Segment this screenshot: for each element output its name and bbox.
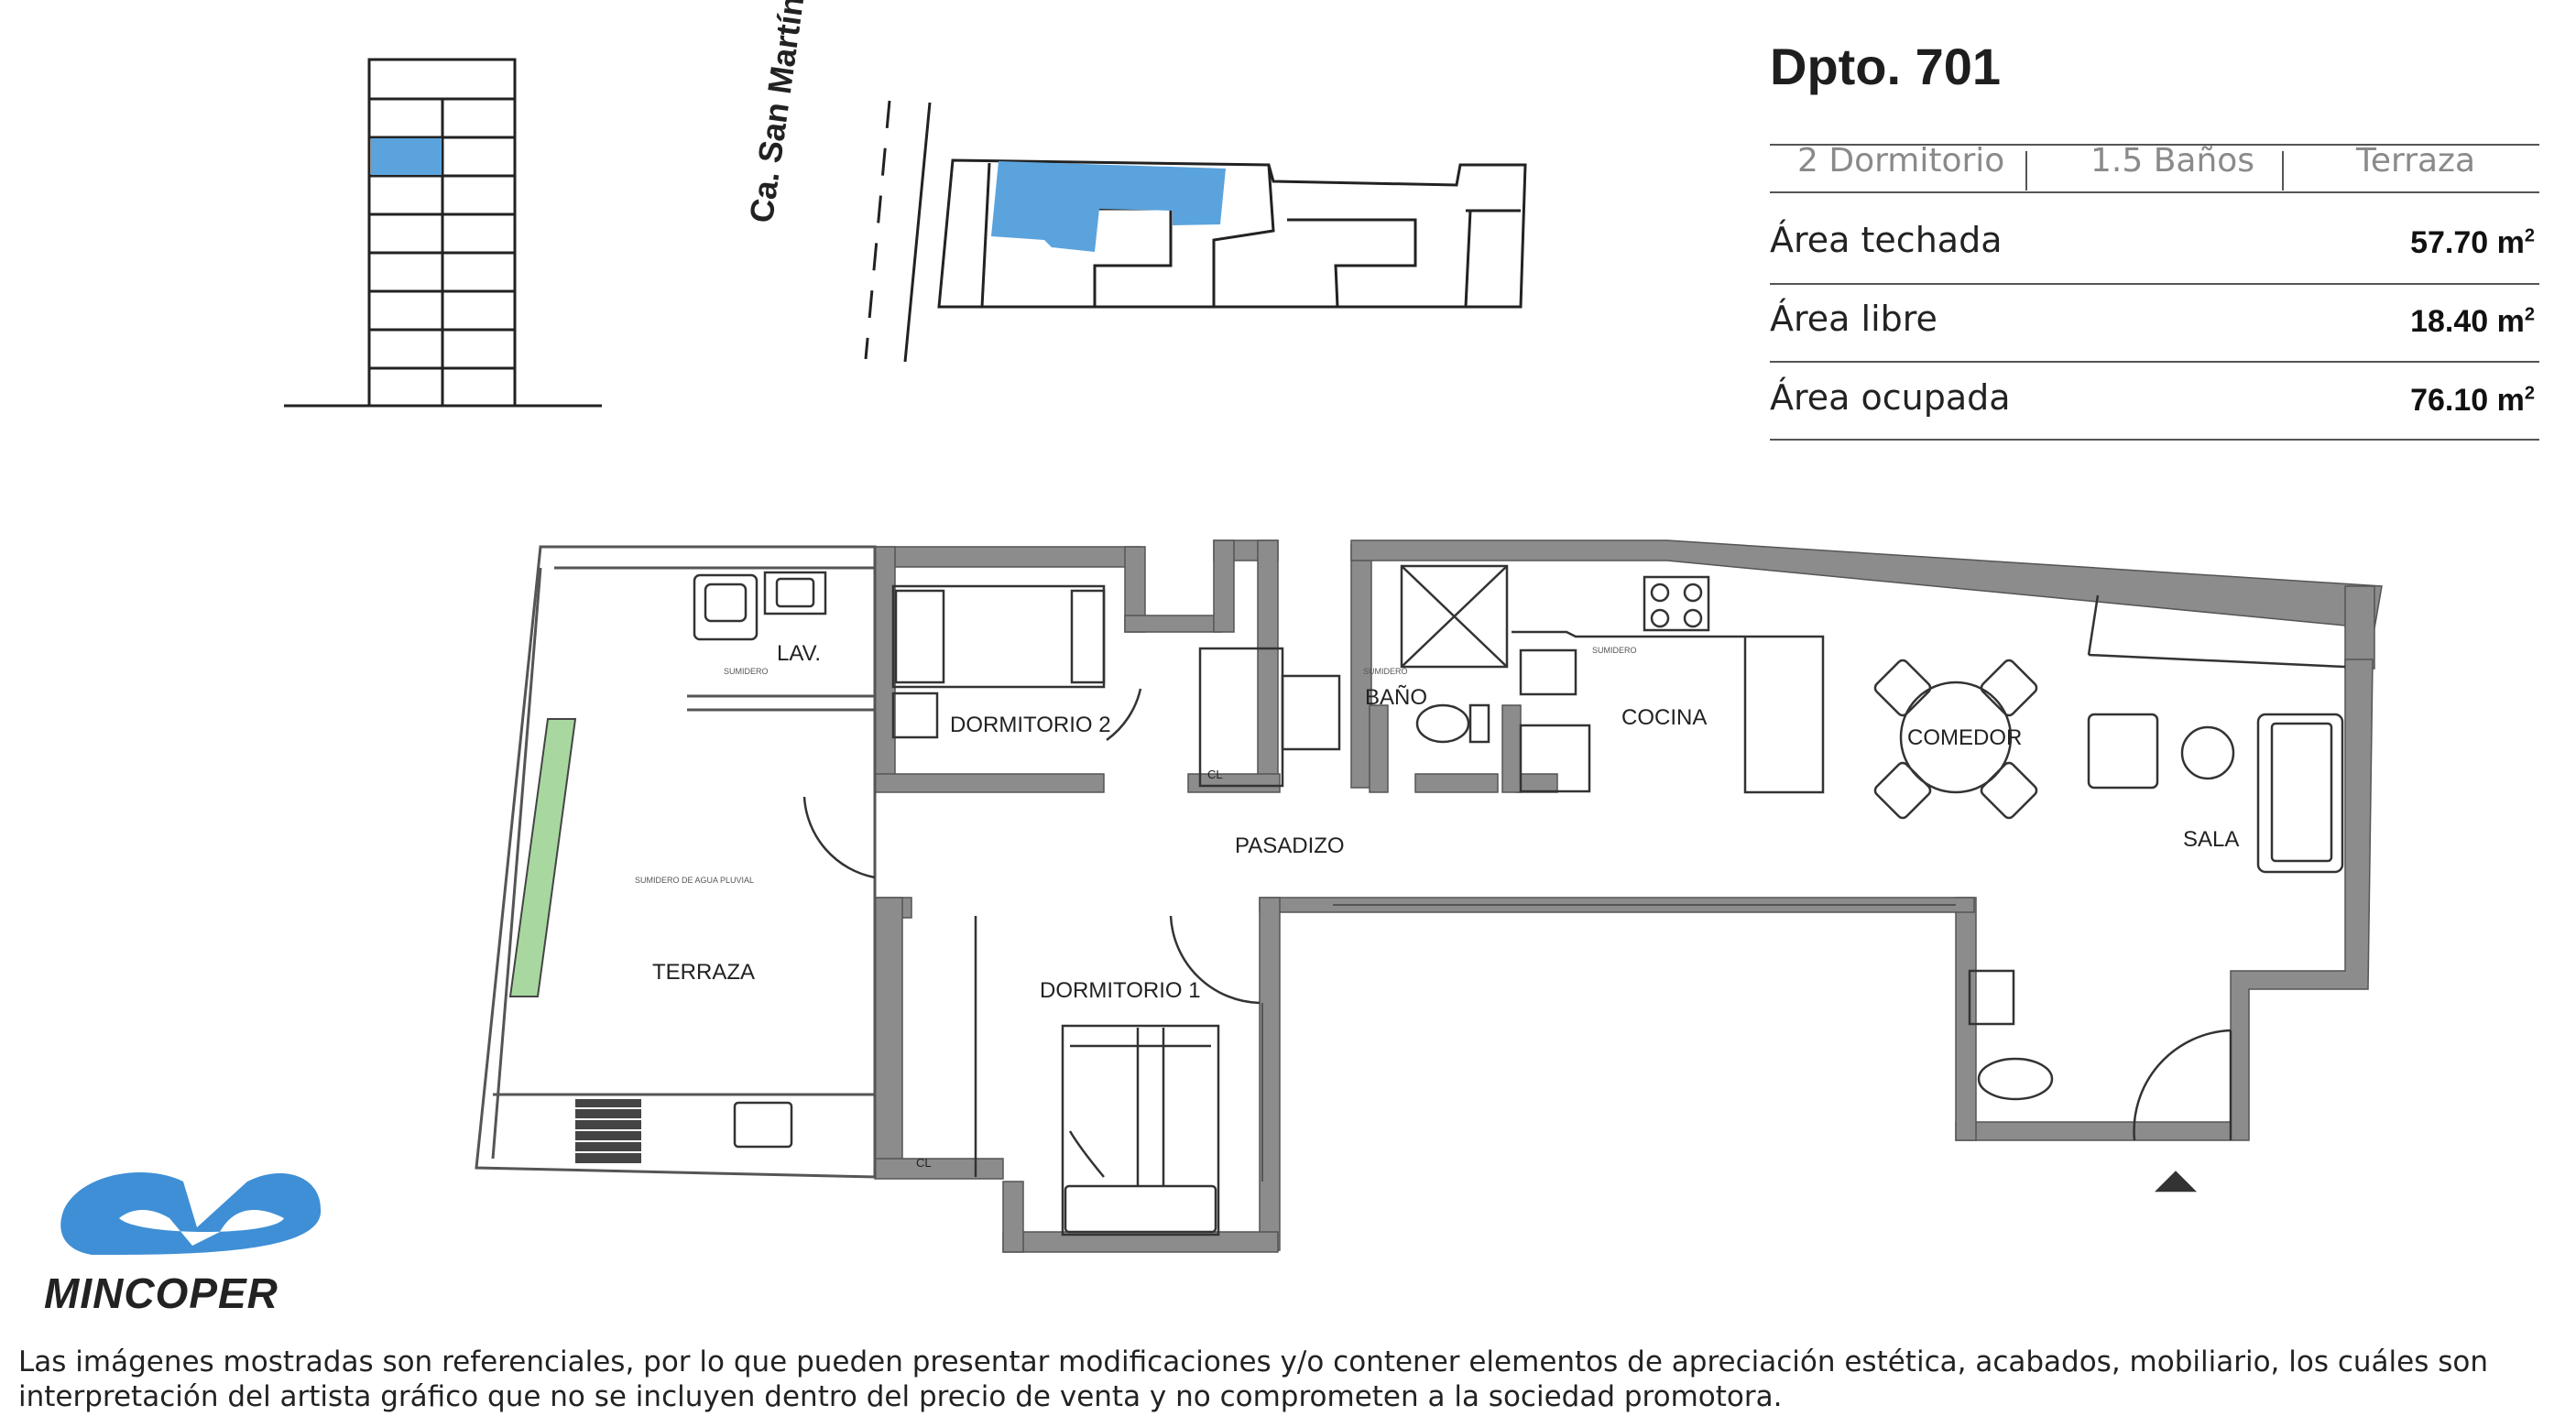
area-table-rules <box>1770 144 2539 441</box>
sumidero-pluvial-label: SUMIDERO DE AGUA PLUVIAL <box>635 876 755 885</box>
area-value-libre: 18.40 m2 <box>2410 304 2535 339</box>
planter-green <box>508 718 577 997</box>
room-label-comedor: COMEDOR <box>1907 725 2023 750</box>
disclaimer-text: Las imágenes mostradas son referenciales… <box>18 1345 2488 1413</box>
feature-bathrooms: 1.5 Baños <box>2090 142 2255 180</box>
closet-label-1: CL <box>1207 768 1223 781</box>
unit-highlight-floor <box>371 138 442 175</box>
sumidero-label-lav: SUMIDERO <box>724 667 769 676</box>
area-label-techada: Área techada <box>1770 220 2003 260</box>
sumidero-label-bano: SUMIDERO <box>1363 667 1408 676</box>
sumidero-label-cocina: SUMIDERO <box>1592 646 1637 655</box>
brand-logo-text: MINCOPER <box>44 1269 278 1317</box>
area-label-ocupada: Área ocupada <box>1770 377 2011 418</box>
room-label-pasadizo: PASADIZO <box>1235 833 1345 858</box>
terraza-frame <box>475 545 877 1179</box>
area-label-libre: Área libre <box>1770 299 1937 339</box>
site-plan <box>864 100 1527 363</box>
feature-terrace: Terraza <box>2356 142 2476 180</box>
furniture <box>693 564 2346 1236</box>
window-lines <box>1261 904 1956 1182</box>
area-value-ocupada: 76.10 m2 <box>2410 383 2535 418</box>
room-label-lav: LAV. <box>777 641 822 666</box>
area-value-techada: 57.70 m2 <box>2410 225 2535 260</box>
room-label-terraza: TERRAZA <box>652 960 756 985</box>
room-label-dormitorio-2: DORMITORIO 2 <box>950 713 1111 737</box>
closet-label-2: CL <box>916 1156 932 1170</box>
unit-title: Dpto. 701 <box>1770 38 2002 95</box>
room-label-sala: SALA <box>2183 827 2240 852</box>
room-label-dormitorio-1: DORMITORIO 1 <box>1040 978 1201 1003</box>
room-label-cocina: COCINA <box>1621 705 1708 730</box>
room-label-bano: BAÑO <box>1365 685 1428 710</box>
logo-mark <box>60 1172 322 1255</box>
building-elevation <box>284 58 602 408</box>
unit-highlight-site <box>991 161 1226 252</box>
feature-bedrooms: 2 Dormitorio <box>1797 142 2005 180</box>
